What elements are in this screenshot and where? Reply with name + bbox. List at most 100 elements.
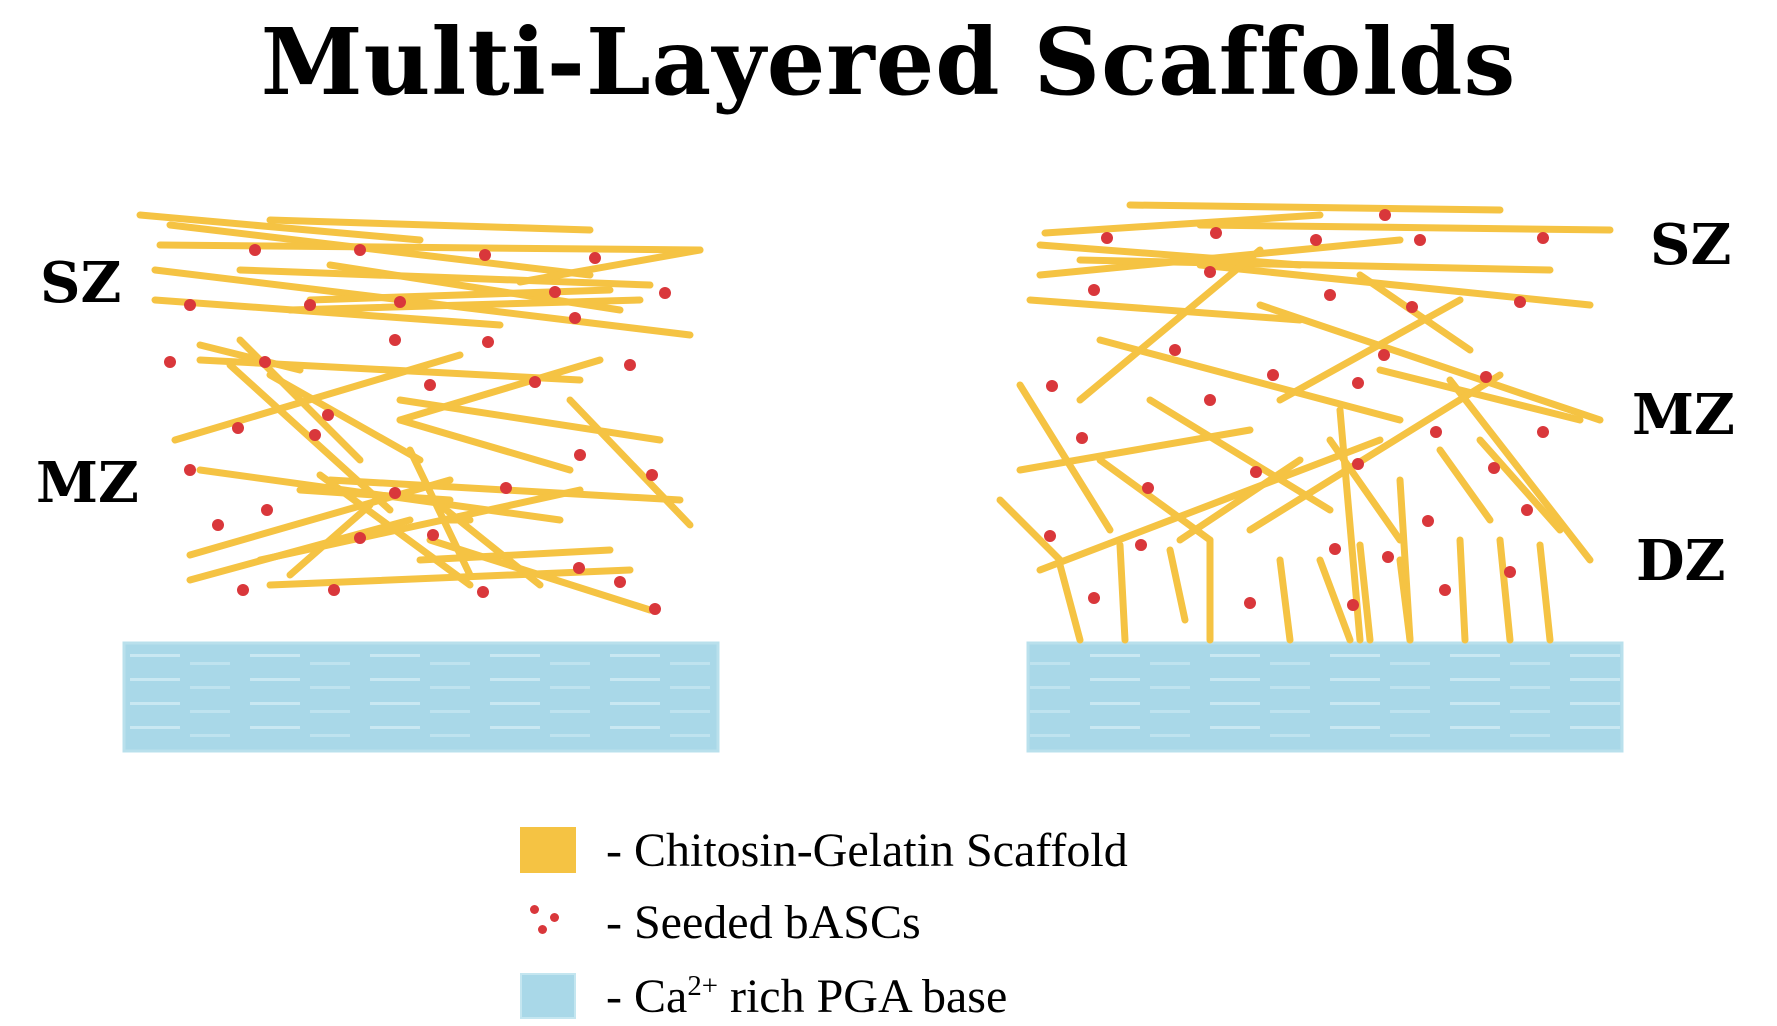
legend-base-label: - Ca2+ rich PGA base [606, 969, 1008, 1023]
cell [212, 519, 224, 531]
cell [1537, 232, 1549, 244]
fiber [266, 566, 634, 589]
cell [624, 359, 636, 371]
cell [573, 562, 585, 574]
cell [649, 603, 661, 615]
fiber [1356, 271, 1474, 354]
cell [1310, 234, 1322, 246]
cell [184, 464, 196, 476]
cell [1504, 566, 1516, 578]
cell [589, 252, 601, 264]
cell [646, 469, 658, 481]
cell [1142, 482, 1154, 494]
cell [1135, 539, 1147, 551]
fiber [1356, 541, 1374, 644]
fiber [516, 246, 704, 286]
fiber [1096, 336, 1404, 424]
fiber [1196, 261, 1594, 309]
fiber [1316, 556, 1354, 644]
cell [259, 356, 271, 368]
fiber [1146, 396, 1334, 514]
cell [659, 287, 671, 299]
cell [1204, 266, 1216, 278]
fiber [396, 356, 604, 424]
cell [1329, 543, 1341, 555]
right-scaffold-fibers [996, 201, 1614, 644]
fiber [156, 241, 704, 254]
legend-item-base: - Ca2+ rich PGA base [520, 966, 1007, 1026]
fiber [236, 266, 654, 289]
fiber [1041, 211, 1324, 237]
cell [1439, 584, 1451, 596]
cell [1076, 432, 1088, 444]
cell [1422, 515, 1434, 527]
left-pga-base [122, 641, 720, 753]
cell [389, 334, 401, 346]
right-zone-label-sz: SZ [1650, 212, 1732, 278]
fiber [1456, 536, 1469, 644]
legend-cells-label: - Seeded bASCs [606, 895, 921, 949]
cell [354, 244, 366, 256]
fiber [1016, 381, 1114, 534]
fiber [151, 266, 694, 339]
cell [328, 584, 340, 596]
cell [1379, 209, 1391, 221]
fiber [996, 496, 1064, 564]
fiber [1116, 541, 1129, 644]
fiber [1436, 446, 1494, 524]
cell [389, 487, 401, 499]
diagram-title: Multi-Layered Scaffolds [260, 8, 1517, 116]
cell [1480, 371, 1492, 383]
cell [549, 286, 561, 298]
right-pga-base [1026, 641, 1624, 753]
fiber [1056, 561, 1084, 644]
cell [322, 409, 334, 421]
fiber [1276, 556, 1294, 644]
cell [232, 422, 244, 434]
cell [1521, 504, 1533, 516]
fiber [566, 396, 694, 529]
cell [1250, 466, 1262, 478]
cell [237, 584, 249, 596]
cell [1244, 597, 1256, 609]
cell [1210, 227, 1222, 239]
cell [164, 356, 176, 368]
fiber [1476, 436, 1564, 534]
right-zone-label-mz: MZ [1632, 382, 1735, 448]
fiber [1246, 371, 1504, 534]
cell [309, 429, 321, 441]
fiber [396, 416, 574, 474]
right-seeded-cells [1044, 209, 1549, 611]
fiber [296, 486, 454, 504]
fiber [1376, 366, 1584, 424]
fiber [1076, 246, 1264, 404]
cell [1430, 426, 1442, 438]
cell [1267, 369, 1279, 381]
cell [394, 296, 406, 308]
cell [500, 482, 512, 494]
fiber [1096, 456, 1214, 544]
cell [261, 504, 273, 516]
cell [1088, 592, 1100, 604]
fiber [1256, 301, 1604, 424]
cell [1537, 426, 1549, 438]
cell [1044, 530, 1056, 542]
cell [1324, 289, 1336, 301]
cell [424, 379, 436, 391]
cell [1514, 296, 1526, 308]
fiber [406, 446, 474, 579]
cell [304, 299, 316, 311]
left-zone-label-mz: MZ [36, 450, 139, 516]
fiber [1166, 546, 1189, 624]
cell [1204, 394, 1216, 406]
cell [1414, 234, 1426, 246]
fiber [171, 351, 464, 444]
fiber [1196, 221, 1614, 234]
fiber [326, 261, 624, 314]
legend-item-cells: - Seeded bASCs [520, 892, 921, 952]
fiber [426, 536, 654, 614]
left-scaffold-fibers [136, 211, 704, 614]
fiber [151, 296, 504, 329]
fiber [186, 476, 454, 559]
